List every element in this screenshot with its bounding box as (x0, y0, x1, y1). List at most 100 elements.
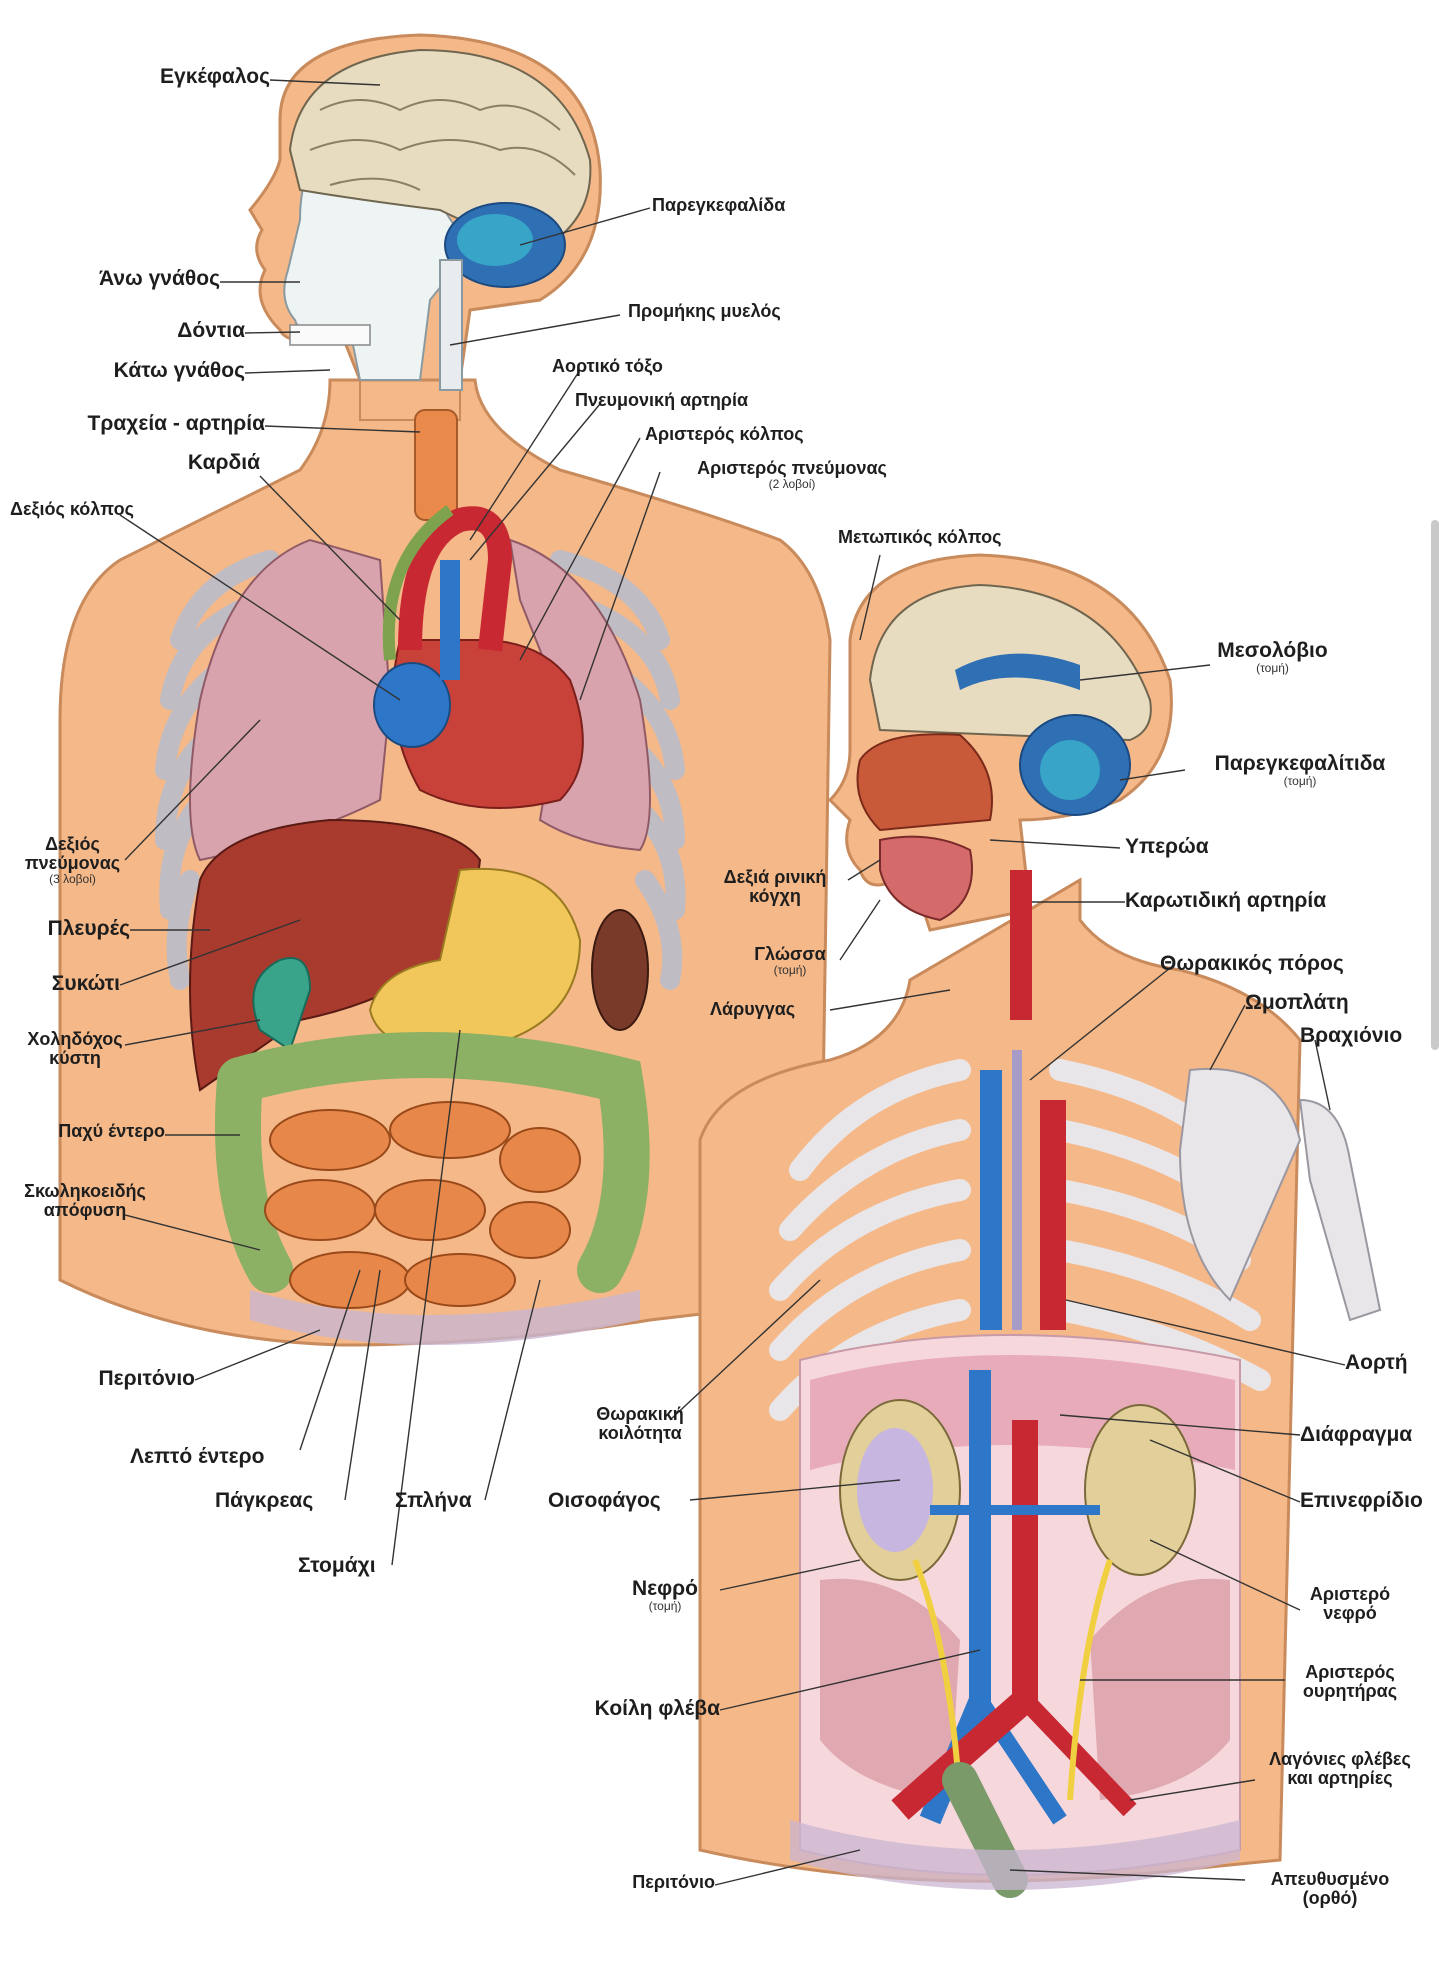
left-ureter (1067, 1559, 1113, 1801)
label-right-lung-l1: Δεξιός (45, 834, 100, 854)
label-esophagus: Οισοφάγος (548, 1489, 661, 1512)
label-peritoneum-back: Περιτόνιο (632, 1872, 715, 1892)
label-cerebellum: Παρεγκεφαλίδα (652, 195, 786, 215)
label-rectum-l2: (ορθό) (1302, 1887, 1358, 1908)
label-liver: Συκώτι (51, 972, 120, 995)
teeth (289, 324, 371, 346)
label-vena-cava: Κοίλη φλέβα (594, 1697, 720, 1720)
label-frontal-sinus: Μετωπικός κόλπος (838, 527, 1002, 547)
vena-cava-chest (980, 1070, 1002, 1330)
label-thoracic-cavity-l1: Θωρακική (596, 1404, 684, 1424)
label-diaphragm: Διάφραγμα (1300, 1423, 1413, 1446)
brainstem (439, 259, 463, 391)
psoas-left (820, 1578, 960, 1800)
spleen (591, 909, 649, 1031)
label-right-lung-l2: πνεύμονας (24, 852, 121, 873)
label-humerus: Βραχιόνιο (1300, 1024, 1403, 1047)
label-palate: Υπερώα (1125, 835, 1209, 858)
label-trachea: Τραχεία - αρτηρία (87, 412, 265, 435)
back-torso-figure (698, 553, 1382, 1898)
label-medulla: Προμήκης μυελός (628, 301, 781, 321)
label-corpus-callosum-text: Μεσολόβιο (1217, 639, 1328, 662)
label-peritoneum: Περιτόνιο (98, 1367, 196, 1390)
label-brain: Εγκέφαλος (160, 65, 270, 88)
small-intestine (264, 1101, 581, 1309)
label-tongue-text: Γλώσσα (754, 944, 826, 964)
label-aorta: Αορτή (1345, 1351, 1408, 1374)
label-iliac-l1: Λαγόνιες φλέβες (1269, 1749, 1411, 1769)
label-corpus-callosum-note: (τομή) (1256, 661, 1289, 676)
left-kidney (1084, 1404, 1196, 1576)
label-tongue-note: (τομή) (773, 962, 807, 977)
label-larynx: Λάρυγγας (710, 999, 796, 1019)
label-thoracic-cavity-l2: κοιλότητα (598, 1422, 682, 1443)
label-kidney-text: Νεφρό (632, 1577, 698, 1600)
label-corpus-callosum: Μεσολόβιο(τομή) (1210, 639, 1335, 676)
psoas-right (1090, 1578, 1230, 1800)
corpus-callosum (955, 653, 1080, 690)
label-nasal-concha-l1: Δεξιά ρινική (723, 867, 827, 887)
label-left-kidney-l2: νεφρό (1323, 1602, 1377, 1623)
humerus (1298, 1098, 1382, 1322)
trachea (414, 409, 458, 521)
label-heart: Καρδιά (187, 451, 260, 474)
gallbladder (252, 957, 312, 1052)
label-aortic-arch: Αορτικό τόξο (552, 356, 663, 376)
label-scapula: Ωμοπλάτη (1245, 991, 1349, 1014)
label-gallbladder-l1: Χοληδόχος (27, 1029, 123, 1049)
label-iliac-l2: και αρτηρίες (1287, 1767, 1393, 1788)
label-lower-jaw: Κάτω γνάθος (113, 359, 245, 382)
label-left-ureter-l1: Αριστερός (1305, 1662, 1395, 1682)
label-cerebellum-section-text: Παρεγκεφαλίτιδα (1214, 752, 1386, 775)
scapula (1178, 1067, 1302, 1302)
label-large-intestine: Παχύ έντερο (58, 1121, 165, 1141)
label-left-lung-text: Αριστερός πνεύμονας (697, 458, 887, 478)
label-cerebellum-section: Παρεγκεφαλίτιδα(τομή) (1185, 752, 1415, 789)
label-appendix-l2: απόφυση (43, 1199, 127, 1220)
front-torso-figure (58, 33, 832, 1347)
label-kidney-note: (τομή) (648, 1599, 682, 1614)
label-teeth: Δόντια (177, 319, 245, 342)
label-right-atrium: Δεξιός κόλπος (10, 499, 134, 519)
label-ribs: Πλευρές (47, 917, 130, 940)
left-lung (508, 538, 651, 852)
label-nasal-concha-l2: κόγχη (749, 885, 801, 906)
aorta-chest (1040, 1100, 1066, 1330)
label-left-lung: Αριστερός πνεύμονας(2 λοβοί) (662, 459, 922, 490)
label-stomach: Στομάχι (298, 1554, 376, 1577)
peritoneum-front (250, 1290, 640, 1345)
label-gallbladder-l2: κύστη (49, 1047, 101, 1068)
label-appendix-l1: Σκωληκοειδής (24, 1181, 146, 1201)
scrollbar[interactable] (1431, 520, 1439, 1050)
label-adrenal: Επινεφρίδιο (1300, 1489, 1423, 1512)
label-upper-jaw: Άνω γνάθος (98, 267, 220, 290)
carotid-artery (1010, 870, 1032, 1020)
label-left-lung-note: (2 λοβοί) (768, 476, 816, 491)
label-cerebellum-section-note: (τομή) (1283, 774, 1317, 789)
tongue (879, 835, 973, 922)
thoracic-duct (1012, 1050, 1022, 1330)
aorta-arch (398, 506, 513, 652)
right-atrium (373, 662, 451, 748)
label-right-lung-note: (3 λοβοί) (49, 871, 96, 886)
label-rectum: Απευθυσμένο(ορθό) (1240, 1870, 1420, 1908)
colon (215, 1032, 650, 1293)
pulmonary-artery-front (382, 505, 454, 661)
label-rectum-l1: Απευθυσμένο (1270, 1869, 1390, 1889)
label-carotid: Καρωτιδική αρτηρία (1125, 889, 1327, 912)
label-tongue: Γλώσσα(τομή) (740, 945, 840, 976)
label-left-ureter-l2: ουρητήρας (1302, 1680, 1398, 1701)
nasal-cavity (856, 733, 993, 832)
leader-lines (119, 79, 1346, 1886)
label-small-intestine: Λεπτό έντερο (130, 1445, 265, 1468)
